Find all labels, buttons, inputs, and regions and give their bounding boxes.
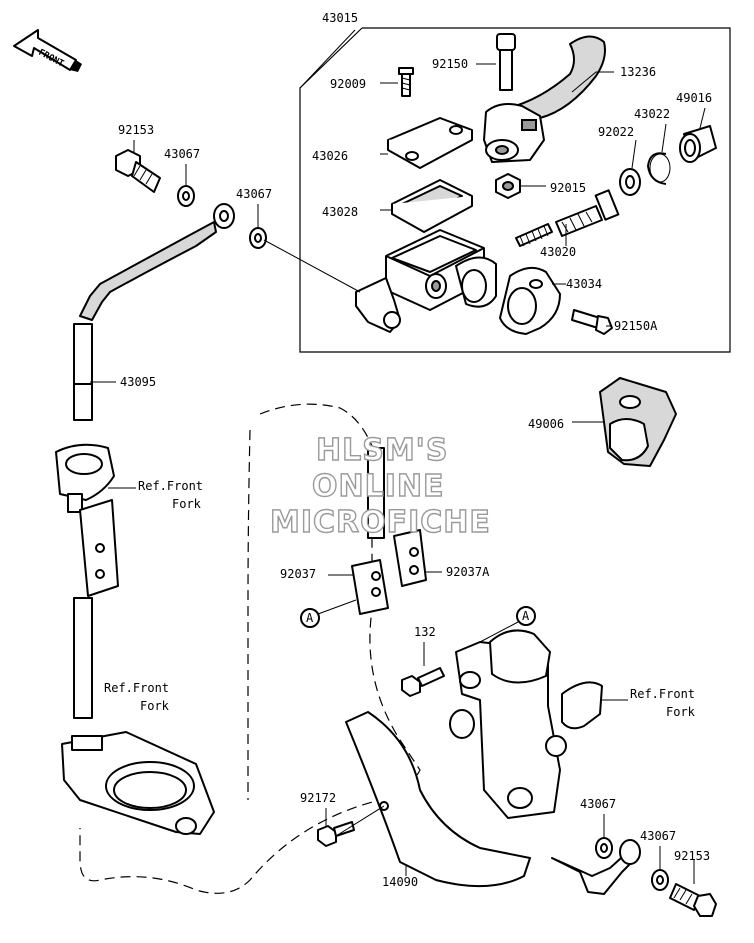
label-92037: 92037 <box>280 567 316 581</box>
watermark-line1: HLSM'S <box>316 433 448 468</box>
label-43026: 43026 <box>312 149 348 163</box>
leader-lines <box>90 29 706 884</box>
nut-92015 <box>495 173 521 199</box>
master-cylinder-body <box>355 229 497 333</box>
part-labels: 43015 92150 13236 92009 49016 43022 9202… <box>104 11 712 889</box>
bolt-92150 <box>496 33 516 91</box>
label-13236: 13236 <box>620 65 656 79</box>
ref-front-fork-1: Ref.Front <box>138 479 203 493</box>
boot-49016 <box>679 125 717 163</box>
banjo-bolt-92153-lower <box>669 883 717 917</box>
label-43095: 43095 <box>120 375 156 389</box>
label-92153-lower: 92153 <box>674 849 710 863</box>
bolt-92150A <box>571 309 613 335</box>
watermark-line2: ONLINE <box>312 469 445 504</box>
reference-a-right: A <box>516 606 536 626</box>
ref-front-fork-1b: Fork <box>172 497 202 511</box>
screw-92009 <box>398 67 414 97</box>
ref-a-left-label: A <box>306 611 314 625</box>
washer-43067-a <box>177 185 195 207</box>
ref-front-fork-2b: Fork <box>140 699 170 713</box>
washer-43067-c <box>595 837 613 859</box>
diaphragm-43028 <box>391 179 473 233</box>
brake-lever-13236 <box>483 35 606 163</box>
label-49016: 49016 <box>676 91 712 105</box>
label-92153-upper: 92153 <box>118 123 154 137</box>
piston-kit-43020 <box>515 189 620 247</box>
label-43067-b: 43067 <box>236 187 272 201</box>
fork-clamp-lower <box>61 731 215 835</box>
label-132: 132 <box>414 625 436 639</box>
ref-front-fork-3b: Fork <box>666 705 696 719</box>
label-43067-c: 43067 <box>580 797 616 811</box>
banjo-bolt-92153-upper <box>115 149 161 193</box>
watermark-line3: MICROFICHE <box>270 505 491 540</box>
label-92037A: 92037A <box>446 565 490 579</box>
label-14090: 14090 <box>382 875 418 889</box>
label-43067-d: 43067 <box>640 829 676 843</box>
label-43015: 43015 <box>322 11 358 25</box>
label-43067-a: 43067 <box>164 147 200 161</box>
label-43022: 43022 <box>634 107 670 121</box>
clamp-43034 <box>499 266 561 335</box>
banjo-fitting-lower <box>551 839 641 895</box>
bracket-92037 <box>351 559 389 615</box>
washer-92022 <box>619 168 641 196</box>
label-92150A: 92150A <box>614 319 658 333</box>
hose-guide <box>55 443 119 597</box>
ref-a-right-label: A <box>522 609 530 623</box>
front-arrow-icon: FRONT <box>13 29 82 72</box>
hose-lower <box>73 597 93 719</box>
brake-hose-43095 <box>73 203 235 421</box>
label-49006: 49006 <box>528 417 564 431</box>
ref-front-fork-3: Ref.Front <box>630 687 695 701</box>
bolt-92172 <box>317 821 355 847</box>
washer-43067-b <box>249 227 267 249</box>
ref-front-fork-2: Ref.Front <box>104 681 169 695</box>
hose-segment-center <box>367 447 385 539</box>
clamp-cover-49006 <box>599 377 677 467</box>
caliper-assembly <box>449 629 603 819</box>
label-43034: 43034 <box>566 277 602 291</box>
label-92022: 92022 <box>598 125 634 139</box>
circlip-43022 <box>647 152 671 185</box>
bracket-92037A <box>393 529 427 587</box>
label-43020: 43020 <box>540 245 576 259</box>
assembly-box <box>299 27 731 353</box>
reservoir-cap-43026 <box>387 117 473 169</box>
watermark: HLSM'S ONLINE MICROFICHE <box>269 432 491 540</box>
label-92150: 92150 <box>432 57 468 71</box>
label-92009: 92009 <box>330 77 366 91</box>
washer-43067-d <box>651 869 669 891</box>
bolt-132 <box>401 667 445 697</box>
reference-a-left: A <box>300 608 320 628</box>
label-92015: 92015 <box>550 181 586 195</box>
label-92172: 92172 <box>300 791 336 805</box>
label-43028: 43028 <box>322 205 358 219</box>
